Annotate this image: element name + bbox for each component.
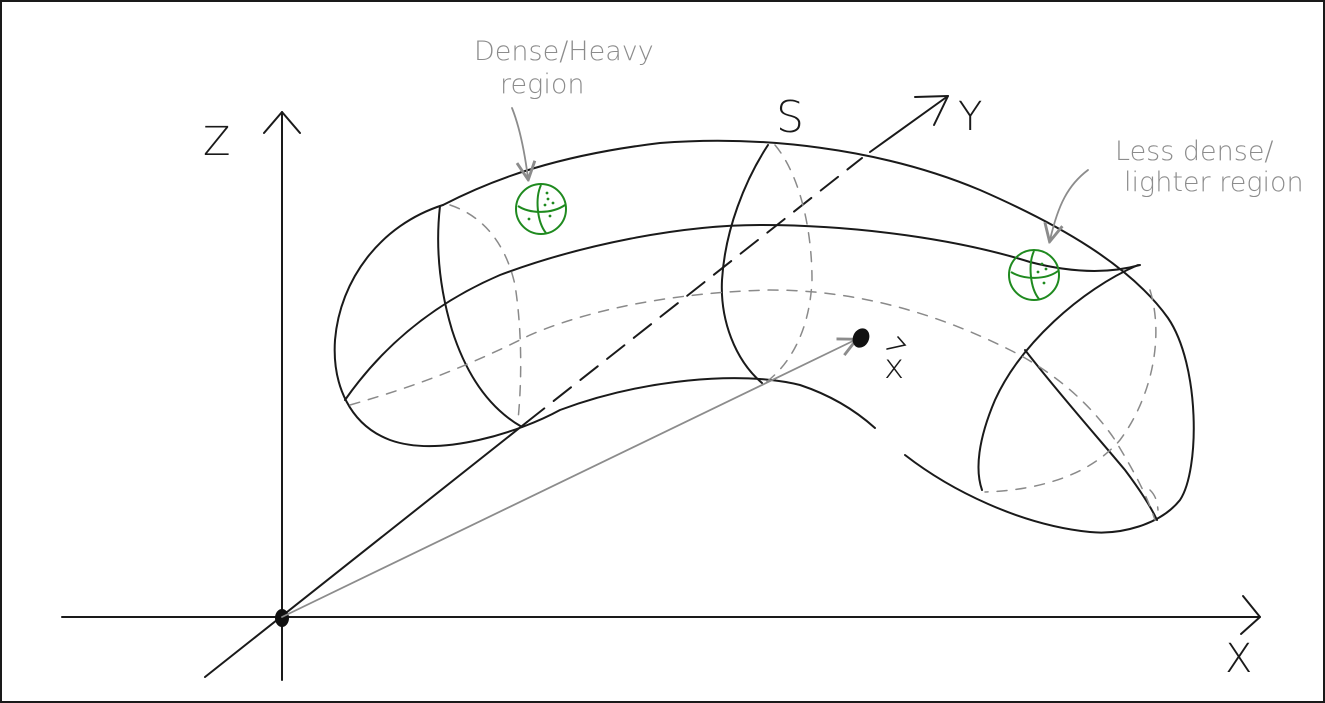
- cross-section-right-back: [984, 289, 1157, 493]
- cross-section-left-back: [449, 204, 522, 421]
- position-vector: [281, 340, 855, 618]
- light-region-annotation-line2: lighter region: [1124, 167, 1304, 198]
- light-annotation-arrow: [1050, 169, 1089, 240]
- dense-ball-outline: [515, 183, 567, 235]
- surface-ridge-line: [344, 224, 1141, 401]
- cross-section-right-front: [977, 264, 1139, 491]
- surface-label: S: [776, 92, 804, 143]
- light-ball-equator: [1010, 270, 1059, 279]
- cross-section-middle-front: [720, 144, 769, 384]
- dense-mass-element: [515, 183, 567, 235]
- light-mass-element: [1008, 249, 1060, 301]
- y-axis: [204, 95, 949, 678]
- dense-region-annotation-line2: region: [500, 69, 584, 100]
- surface-top-outline: [442, 139, 1195, 534]
- cross-section-left-front: [437, 205, 523, 428]
- origin-point: [275, 609, 289, 627]
- cross-section-right-back-tip: [1149, 489, 1159, 511]
- position-vector-label: x: [884, 347, 904, 387]
- light-ball-meridian: [1029, 250, 1040, 300]
- light-ball-outline: [1008, 249, 1060, 301]
- vector-arrow-accent: [886, 336, 907, 350]
- x-axis-arrowhead: [1240, 595, 1261, 635]
- x-axis-label: X: [1225, 636, 1252, 682]
- y-axis-solid-back: [869, 95, 949, 153]
- y-axis-arrowhead: [914, 95, 949, 126]
- y-axis-label: Y: [958, 94, 982, 140]
- y-axis-solid-front: [204, 421, 528, 678]
- dense-ball-meridian: [536, 184, 547, 234]
- cross-section-right-lower: [1024, 349, 1158, 521]
- position-vector-tip-point: [852, 328, 870, 348]
- z-axis-arrowhead: [263, 111, 301, 134]
- z-axis: [263, 111, 301, 681]
- dense-ball-equator: [517, 204, 566, 213]
- x-axis: [61, 595, 1261, 635]
- light-region-annotation-line1: Less dense/: [1115, 136, 1274, 167]
- y-axis-hidden-segment: [526, 157, 863, 423]
- z-axis-label: Z: [203, 119, 230, 165]
- surface-s: [333, 139, 1195, 534]
- cross-section-middle-back: [764, 144, 813, 384]
- dense-region-annotation-line1: Dense/Heavy: [474, 36, 654, 67]
- dense-annotation-arrow: [511, 107, 528, 178]
- surface-bottom-outline: [333, 204, 876, 447]
